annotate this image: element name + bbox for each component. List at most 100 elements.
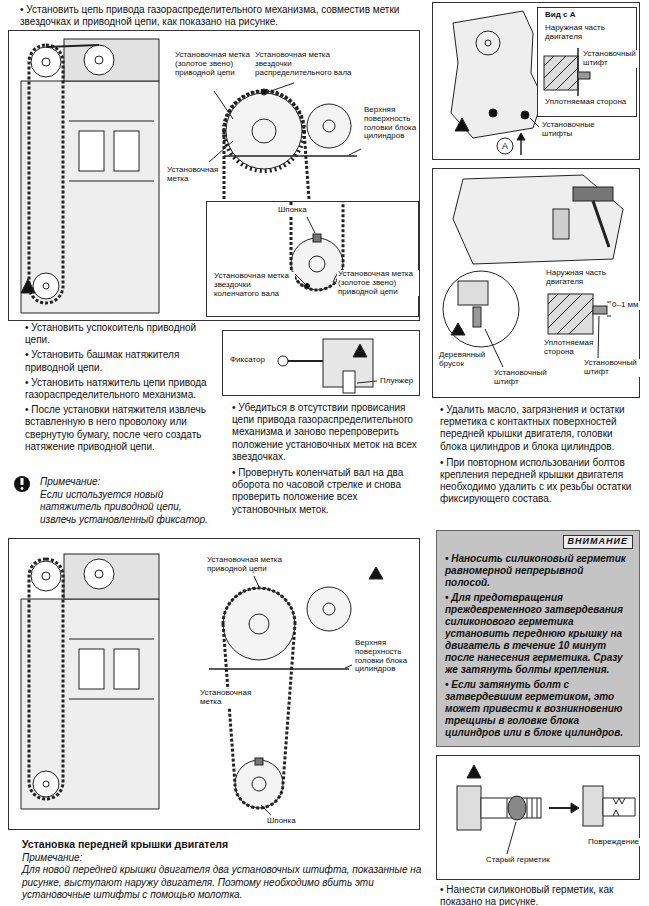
figure-panel: Установочная метка приводной цепиВерхняя… xyxy=(8,538,420,830)
part-shape xyxy=(29,559,63,799)
part-shape xyxy=(114,131,139,171)
leader-line xyxy=(224,155,357,157)
callout-label: Старый герметик xyxy=(485,856,551,865)
sprocket-circle xyxy=(476,31,500,55)
sprocket-circle xyxy=(43,781,49,787)
callout-label: Установочный штифт xyxy=(582,50,638,68)
leader-line xyxy=(261,805,271,815)
figure-panel: Установочная метка (золотое звено) приво… xyxy=(8,30,420,321)
callout-label: 0–1 мм xyxy=(611,301,640,310)
sprocket-circle xyxy=(261,89,267,95)
warning-box: ВНИМАНИЕ• Наносить силиконовый герметик … xyxy=(436,530,640,747)
leader-line xyxy=(69,699,154,700)
note-text: Для новой передней крышки двигателя два … xyxy=(22,864,422,901)
leader-line xyxy=(69,181,154,182)
leader-line xyxy=(349,149,361,155)
timing-marks-illustration xyxy=(9,539,419,829)
sprocket-circle xyxy=(249,614,269,634)
paragraph: • При повторном использовании болтов кре… xyxy=(440,457,640,506)
part-shape xyxy=(583,786,603,826)
paragraph: • Установить успокоитель приводной цепи. xyxy=(25,322,215,346)
leader-line xyxy=(307,217,315,233)
callout-label: Повреждение xyxy=(587,838,640,847)
callout-label: Плунжер xyxy=(379,377,414,386)
sprocket-circle xyxy=(95,56,103,64)
part-shape xyxy=(544,56,578,90)
callout-label: Уплотняемая сторона xyxy=(544,98,627,107)
part-shape xyxy=(573,187,613,201)
leader-line xyxy=(607,316,611,317)
leader-line xyxy=(549,807,571,809)
outline-path xyxy=(451,11,543,138)
leader-line xyxy=(520,139,522,155)
callout-label: Установочная метка звездочки коленчатого… xyxy=(213,272,295,298)
sprocket-circle xyxy=(307,587,351,631)
warning-text: • Для предотвращения преждевременного за… xyxy=(445,592,631,676)
sprocket-circle xyxy=(305,284,310,289)
sealant-blob xyxy=(508,796,526,820)
note-text: Если используется новый натяжитель приво… xyxy=(40,489,218,526)
sprocket-circle xyxy=(42,572,50,580)
sprocket-circle xyxy=(84,45,114,75)
callout-label: Установочная метка xyxy=(199,689,256,707)
sprocket-circle xyxy=(443,271,519,347)
sprocket-circle xyxy=(252,119,276,143)
part-shape xyxy=(79,649,104,689)
part-shape xyxy=(343,371,355,393)
figure-panel: Старый герметик Повреждение xyxy=(436,755,640,880)
leader-line xyxy=(214,91,233,119)
sprocket-circle xyxy=(252,777,266,791)
leader-line xyxy=(283,360,323,362)
view-title: Вид с А xyxy=(544,11,576,20)
callout-label: Установочная метка (золотое звено) приво… xyxy=(337,270,419,296)
warning-text: • Если затянуть болт с затвердевшим герм… xyxy=(445,679,631,739)
leader-line xyxy=(46,45,99,47)
leader-line xyxy=(295,274,305,284)
sprocket-circle xyxy=(307,104,351,148)
part-shape xyxy=(553,209,569,239)
sprocket-circle xyxy=(497,138,513,154)
paragraph: • Убедиться в отсутствии провисания цепи… xyxy=(232,402,420,463)
callout-label: Деревянный брусок xyxy=(438,351,495,369)
part-shape xyxy=(21,478,24,485)
paragraph: • Установить натяжитель цепи привода газ… xyxy=(25,377,215,401)
outline-path xyxy=(224,91,309,199)
part-shape xyxy=(548,294,593,334)
warning-triangle xyxy=(451,323,465,335)
sprocket-circle xyxy=(226,93,302,169)
callout-label: Уплотняемая сторона xyxy=(543,339,597,357)
warning-triangle xyxy=(369,567,383,579)
leader-line xyxy=(69,121,154,122)
part-shape xyxy=(458,281,488,305)
sprocket-circle xyxy=(485,40,491,46)
leader-line xyxy=(268,83,294,92)
leader-line xyxy=(209,141,233,162)
callout-label: Наружная часть двигателя xyxy=(545,269,627,287)
figure-panel: Деревянный брусокУстановочный штифт Наруж… xyxy=(432,168,640,398)
leader-line xyxy=(593,201,609,247)
part-shape xyxy=(578,72,590,79)
sprocket-circle xyxy=(223,588,295,660)
callout-label: Установочная метка звездочки распределит… xyxy=(254,51,361,77)
crank-sprocket-illustration xyxy=(207,202,418,316)
sprocket-circle xyxy=(323,120,335,132)
callout-label: Шпонка xyxy=(266,817,297,826)
callout-label: Установочная метка приводной цепи xyxy=(206,556,303,574)
sprocket-circle xyxy=(323,603,335,615)
note-heading: Примечание: xyxy=(22,852,422,864)
callout-label: Установочная метка xyxy=(166,166,220,184)
outline-path xyxy=(453,175,623,264)
part-shape xyxy=(64,554,159,599)
figure-panel: Установочные штифтыA Вид с АНаружная час… xyxy=(432,2,640,160)
leader-line xyxy=(345,665,352,668)
part-shape xyxy=(29,45,63,303)
sprocket-circle xyxy=(42,58,50,66)
part-shape xyxy=(79,131,104,171)
callout-label: Установочный штифт xyxy=(493,369,555,387)
outline-path xyxy=(291,202,343,290)
inset-panel: ШпонкаУстановочная метка звездочки колен… xyxy=(206,201,419,317)
paragraph: • Установить башмак натяжителя приводной… xyxy=(25,349,215,373)
sprocket-circle xyxy=(33,273,59,299)
note-heading: Примечание: xyxy=(40,476,218,488)
